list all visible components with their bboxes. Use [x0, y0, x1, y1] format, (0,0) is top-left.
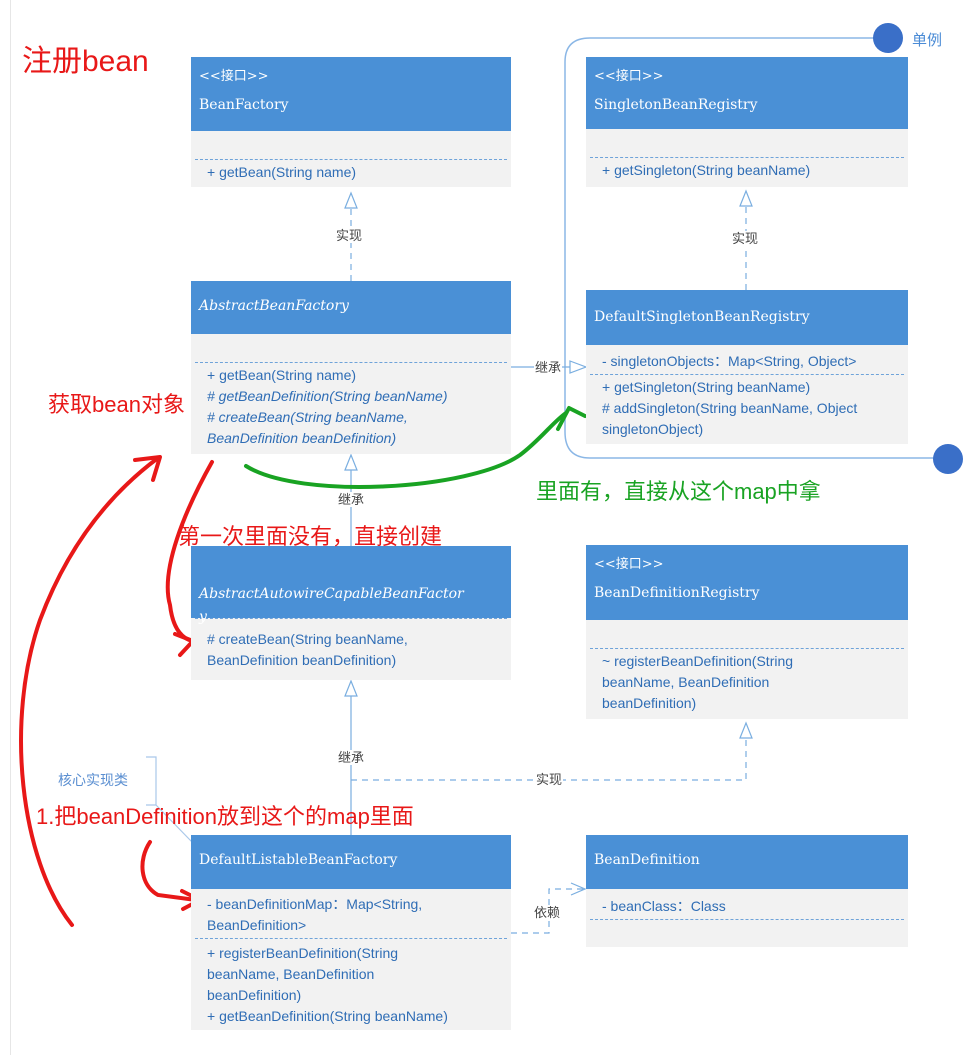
class-header: AbstractAutowireCapableBeanFactor y [191, 546, 511, 625]
section-divider [590, 374, 904, 375]
class-name: BeanDefinition [594, 852, 700, 868]
method-create-bean: # createBean(String beanName, BeanDefini… [207, 409, 408, 446]
class-name: BeanFactory [199, 97, 289, 113]
class-abstract-bean-factory[interactable]: AbstractBeanFactory + getBean(String nam… [191, 281, 511, 454]
class-name: DefaultListableBeanFactory [199, 852, 398, 868]
class-header: <<接口>> BeanDefinitionRegistry [586, 545, 908, 620]
page-edge-line [10, 0, 11, 1055]
class-bean-definition[interactable]: BeanDefinition - beanClass：Class [586, 835, 908, 947]
section-divider [195, 618, 507, 619]
inherit-arrowhead-1 [569, 360, 588, 374]
class-header: DefaultListableBeanFactory [191, 835, 511, 889]
method-list: ~ registerBeanDefinition(String beanName… [602, 653, 794, 711]
green-hand-arrow [244, 411, 568, 489]
method-list: # createBean(String beanName, BeanDefini… [207, 631, 408, 668]
section-divider [195, 938, 507, 939]
section-divider [590, 919, 904, 920]
section-divider [590, 648, 904, 649]
attribute-compartment [586, 129, 908, 157]
relation-label-depend: 依赖 [533, 905, 562, 920]
section-divider [195, 362, 507, 363]
class-name: AbstractBeanFactory [199, 298, 349, 314]
singleton-group-handle-bottom [933, 444, 963, 474]
green-hand-arrowhead [556, 406, 587, 431]
attribute-list: - beanClass：Class [602, 898, 726, 914]
class-default-listable-bean-factory[interactable]: DefaultListableBeanFactory - beanDefinit… [191, 835, 511, 1030]
class-name: DefaultSingletonBeanRegistry [594, 309, 810, 325]
section-divider [590, 157, 904, 158]
singleton-group-handle-top [873, 23, 903, 53]
class-bean-definition-registry[interactable]: <<接口>> BeanDefinitionRegistry ~ register… [586, 545, 908, 719]
section-divider [195, 159, 507, 160]
attribute-list: - singletonObjects：Map<String, Object> [602, 353, 857, 369]
class-name: BeanDefinitionRegistry [594, 585, 760, 601]
attribute-compartment [191, 131, 511, 159]
red-arrow-register [140, 840, 198, 902]
class-bean-factory[interactable]: <<接口>> BeanFactory + getBean(String name… [191, 57, 511, 187]
relation-label-realize-2: 实现 [731, 231, 760, 246]
class-header: DefaultSingletonBeanRegistry [586, 290, 908, 345]
class-header: BeanDefinition [586, 835, 908, 889]
attribute-compartment [586, 620, 908, 648]
class-abstract-autowire-capable-bean-factory[interactable]: AbstractAutowireCapableBeanFactor y # cr… [191, 546, 511, 680]
realize-arrowhead-3 [739, 721, 753, 739]
realize-arrowhead-1 [344, 191, 358, 209]
method-list: + getSingleton(String beanName) # addSin… [602, 379, 858, 437]
class-header: <<接口>> SingletonBeanRegistry [586, 57, 908, 129]
core-impl-label: 核心实现类 [58, 772, 128, 788]
attribute-list: - beanDefinitionMap：Map<String, BeanDefi… [207, 896, 423, 933]
inherit-arrowhead-3 [344, 679, 358, 697]
depend-arrowhead [570, 882, 587, 896]
method-list: + getBean(String name) # getBeanDefinitio… [191, 363, 511, 453]
stereotype-label: <<接口>> [594, 557, 664, 572]
class-header: <<接口>> BeanFactory [191, 57, 511, 131]
method-list: + getSingleton(String beanName) [602, 162, 811, 178]
method-list: + registerBeanDefinition(String beanName… [207, 945, 448, 1024]
realize-arrowhead-2 [739, 189, 753, 207]
relation-label-inherit-2: 继承 [337, 492, 366, 507]
relation-label-inherit-1: 继承 [534, 360, 563, 375]
realize-line-3 [351, 738, 747, 781]
note-get-bean-object: 获取bean对象 [48, 392, 185, 417]
note-has-inside-take-from-map: 里面有，直接从这个map中拿 [536, 479, 821, 504]
relation-label-inherit-3: 继承 [337, 750, 366, 765]
class-name: AbstractAutowireCapableBeanFactor y [199, 586, 464, 625]
core-impl-pointer [155, 804, 193, 843]
inherit-arrowhead-2 [344, 453, 358, 471]
relation-label-realize-1: 实现 [335, 228, 364, 243]
class-default-singleton-bean-registry[interactable]: DefaultSingletonBeanRegistry - singleton… [586, 290, 908, 444]
relation-label-realize-3: 实现 [535, 772, 564, 787]
class-header: AbstractBeanFactory [191, 281, 511, 334]
singleton-group-frame [564, 37, 950, 459]
stereotype-label: <<接口>> [594, 69, 664, 84]
class-singleton-bean-registry[interactable]: <<接口>> SingletonBeanRegistry + getSingle… [586, 57, 908, 187]
method-list: + getBean(String name) [207, 164, 357, 180]
stereotype-label: <<接口>> [199, 69, 269, 84]
red-arrow-long [19, 456, 160, 927]
attribute-compartment [191, 334, 511, 362]
red-arrow-create [165, 460, 214, 643]
core-impl-bracket [146, 756, 157, 806]
note-register-bean: 注册bean [22, 45, 149, 78]
singleton-group-label: 单例 [912, 32, 943, 49]
note-put-into-map: 1.把beanDefinition放到这个的map里面 [36, 804, 414, 829]
red-arrowhead-long [133, 455, 162, 482]
method-get-bean-definition: # getBeanDefinition(String beanName) [207, 388, 448, 404]
class-name: SingletonBeanRegistry [594, 97, 758, 113]
note-first-time-create: 第一次里面没有，直接创建 [178, 524, 443, 549]
method-get-bean: + getBean(String name) [207, 367, 357, 383]
